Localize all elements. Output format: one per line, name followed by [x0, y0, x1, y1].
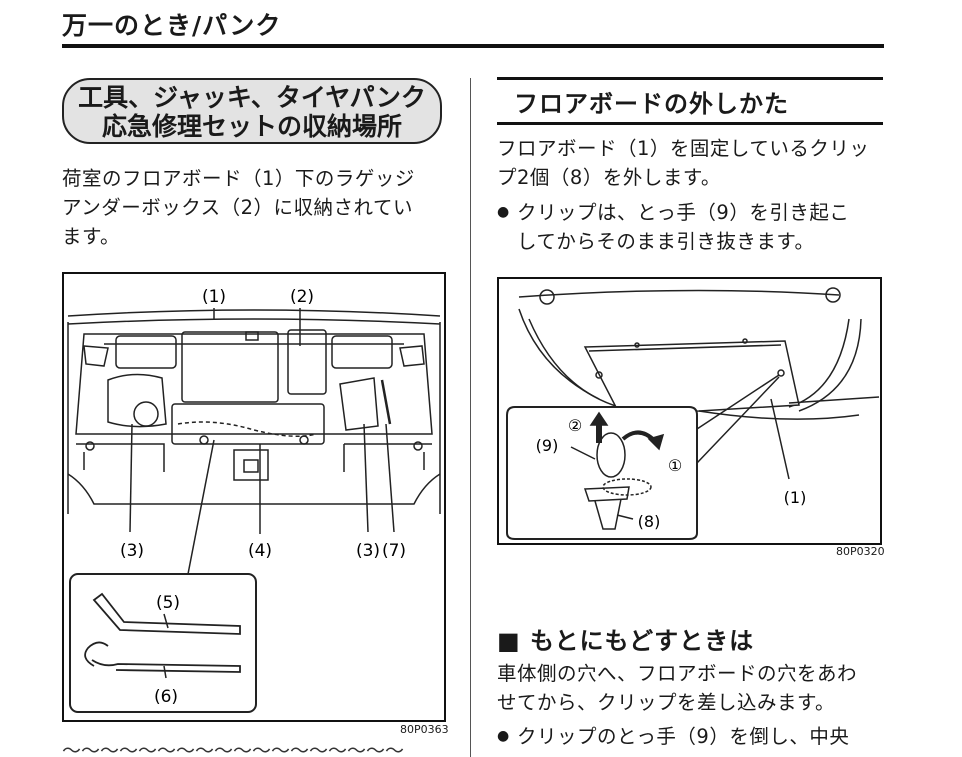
bullet-line: してからそのまま引き抜きます。: [517, 230, 815, 253]
paragraph-line: ます。: [62, 225, 121, 248]
luggage-box-figure: (1) (2) (3) (4) (3) (7) (5) (6): [62, 272, 446, 722]
removal-description: フロアボード（1）を固定しているクリッ プ2個（8）を外します。: [497, 134, 887, 192]
heading-rules: [497, 77, 883, 125]
floor-board-removal-heading: フロアボードの外しかた: [514, 90, 789, 118]
label-under-box: (2): [290, 287, 314, 307]
paragraph-line: せてから、クリップを差し込みます。: [497, 691, 836, 714]
label-item-3-right: (3): [356, 541, 380, 561]
label-floor-board: (1): [202, 287, 226, 307]
step-2-marker: ②: [568, 416, 582, 435]
label-item-7: (7): [382, 541, 406, 561]
bullet-icon: ●: [497, 204, 510, 220]
paragraph-line: 車体側の穴へ、フロアボードの穴をあわ: [497, 662, 858, 685]
label-item-3-left: (3): [120, 541, 144, 561]
page-title: 万一のとき/パンク: [62, 11, 282, 40]
label-floor-board: (1): [784, 488, 807, 507]
clip-removal-figure: ② ① (9) (8) (1): [497, 277, 882, 545]
paragraph-line: プ2個（8）を外します。: [497, 166, 721, 189]
clip-removal-illustration: ② ① (9) (8) (1): [506, 287, 880, 540]
bullet-line: クリップのとっ手（9）を倒し、中央: [517, 725, 850, 748]
paragraph-line: アンダーボックス（2）に収納されてい: [62, 196, 413, 219]
cut-off-text: 〜〜〜〜〜〜〜〜〜〜〜〜〜〜〜〜〜〜: [62, 745, 405, 757]
label-clip: (8): [638, 512, 661, 531]
clip-bullet: ● クリップは、とっ手（9）を引き起こ してからそのまま引き抜きます。: [497, 198, 887, 256]
label-item-4: (4): [248, 541, 272, 561]
label-handle: (9): [536, 436, 559, 455]
storage-location-heading: 工具、ジャッキ、タイヤパンク 応急修理セットの収納場所: [62, 78, 442, 144]
header-rule: [62, 44, 884, 48]
figure-code: 80P0363: [400, 723, 449, 736]
paragraph-line: 荷室のフロアボード（1）下のラゲッジ: [62, 167, 415, 190]
reinstall-bullet: ● クリップのとっ手（9）を倒し、中央: [497, 722, 887, 751]
step-1-marker: ①: [668, 456, 682, 475]
figure-code: 80P0320: [836, 545, 885, 558]
reinstall-heading: ■ もとにもどすときは: [497, 627, 755, 655]
luggage-box-illustration: (1) (2) (3) (4) (3) (7) (5) (6): [67, 287, 441, 713]
label-jack-handle: (6): [154, 687, 178, 707]
heading-line-2: 応急修理セットの収納場所: [101, 112, 402, 141]
heading-line-1: 工具、ジャッキ、タイヤパンク: [78, 83, 426, 112]
storage-description: 荷室のフロアボード（1）下のラゲッジ アンダーボックス（2）に収納されてい ます…: [62, 164, 452, 251]
column-divider: [470, 78, 471, 757]
label-wrench: (5): [156, 593, 180, 613]
bullet-icon: ●: [497, 728, 510, 744]
bullet-line: クリップは、とっ手（9）を引き起こ: [517, 201, 850, 224]
reinstall-description: 車体側の穴へ、フロアボードの穴をあわ せてから、クリップを差し込みます。: [497, 659, 887, 717]
paragraph-line: フロアボード（1）を固定しているクリッ: [497, 137, 870, 160]
